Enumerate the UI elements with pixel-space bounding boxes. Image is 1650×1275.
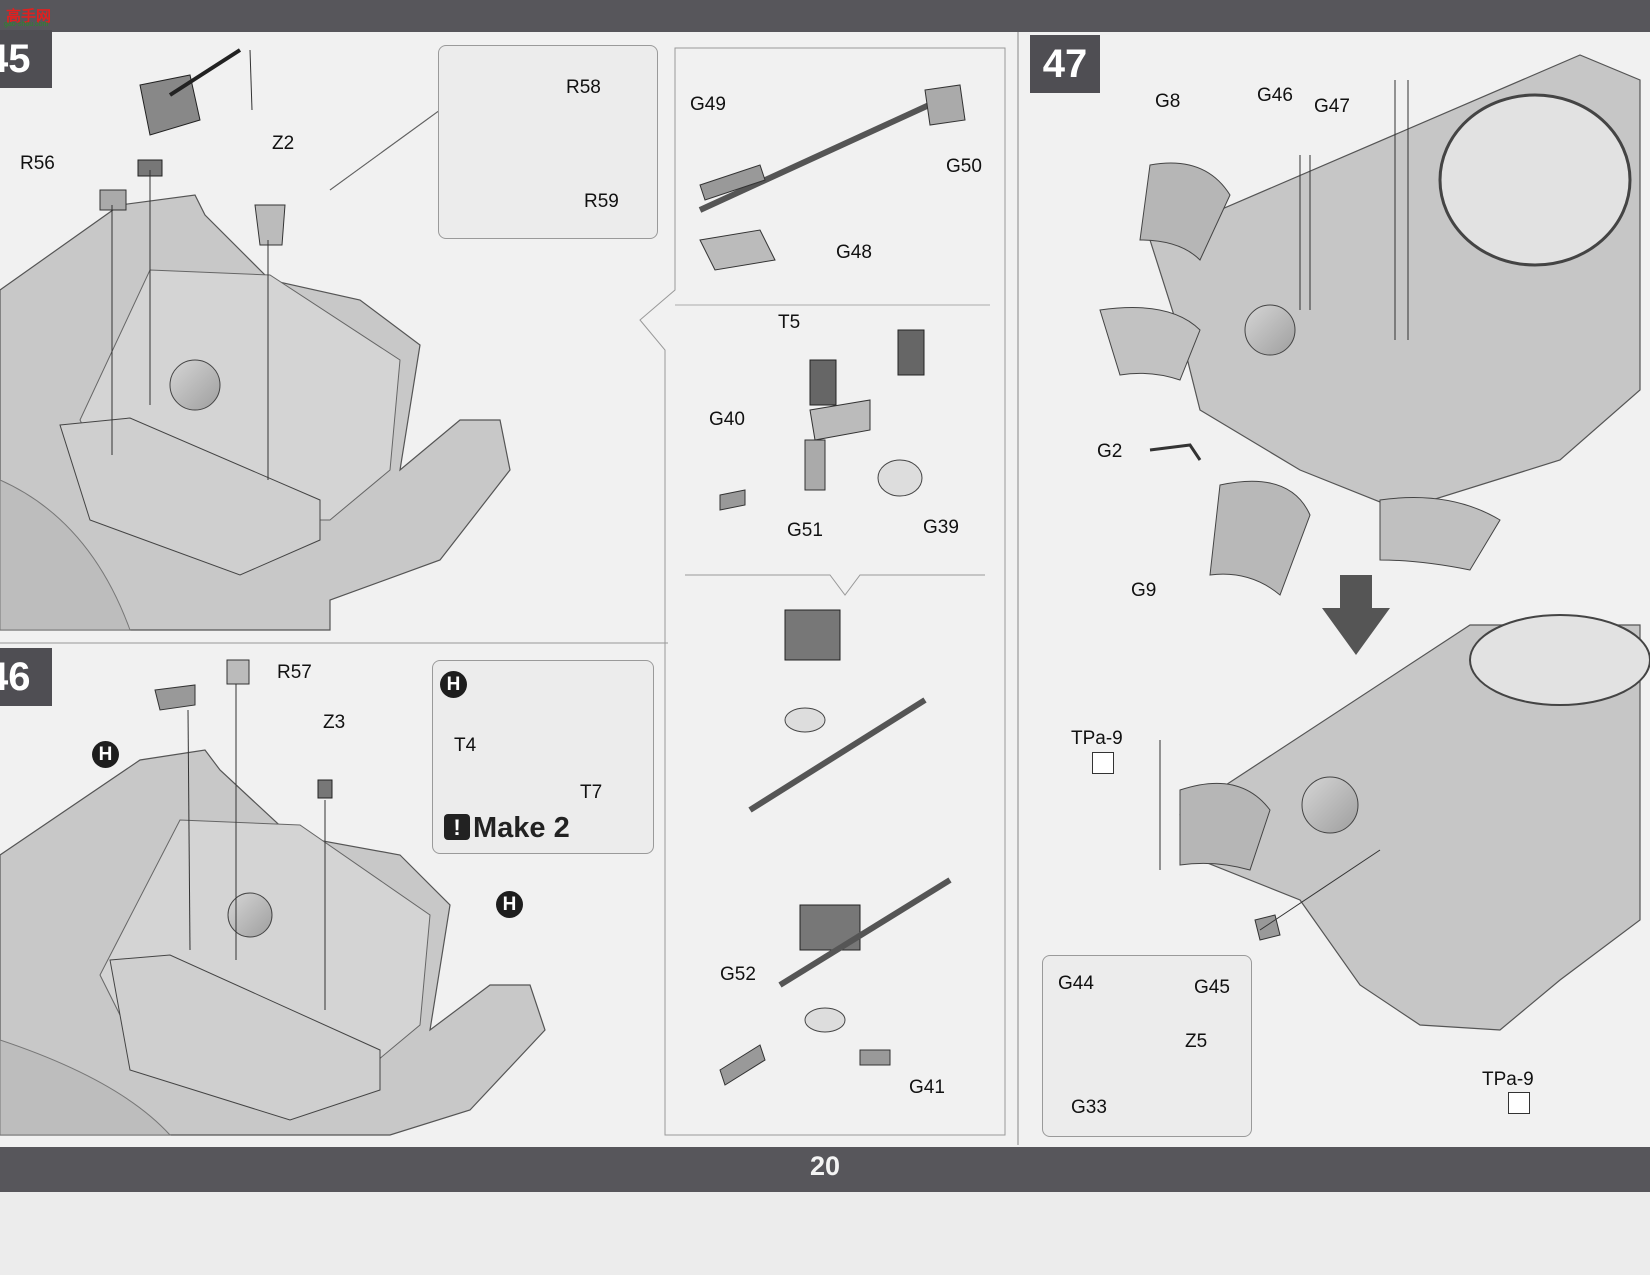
label-tpa9-lower: TPa-9 xyxy=(1482,1069,1534,1090)
hull-step46 xyxy=(0,659,546,1136)
label-r56: R56 xyxy=(20,153,55,174)
make-2-note: !Make 2 xyxy=(444,812,570,845)
page-number: 20 xyxy=(809,1151,841,1181)
label-g52: G52 xyxy=(720,964,756,985)
label-t7: T7 xyxy=(580,782,603,803)
label-g46: G46 xyxy=(1257,85,1293,106)
h-marker-icon: H xyxy=(496,891,523,918)
label-g9: G9 xyxy=(1131,580,1157,601)
label-g45: G45 xyxy=(1194,977,1230,998)
gun-assemblies xyxy=(698,84,966,1086)
label-g41: G41 xyxy=(909,1077,945,1098)
h-marker-icon: H xyxy=(92,741,119,768)
label-g8: G8 xyxy=(1155,91,1181,112)
hull-step45 xyxy=(0,48,511,631)
label-z2: Z2 xyxy=(272,133,295,154)
label-g33: G33 xyxy=(1071,1097,1107,1118)
label-r58: R58 xyxy=(566,77,601,98)
detail-panel-r58-r59 xyxy=(438,45,658,239)
label-g39: G39 xyxy=(923,517,959,538)
label-g44: G44 xyxy=(1058,973,1094,994)
h-marker-icon: H xyxy=(440,671,467,698)
page-margin xyxy=(0,1192,1650,1275)
step-45-number: 45 xyxy=(0,30,52,88)
step-46-number: 46 xyxy=(0,648,52,706)
make-2-text: Make 2 xyxy=(473,812,570,844)
logo-subtext: gao-shou.com xyxy=(4,21,49,28)
glue-heart-icon xyxy=(1092,752,1114,774)
top-band xyxy=(0,0,1650,32)
label-z3: Z3 xyxy=(323,712,346,733)
hull-step47-upper xyxy=(1099,54,1641,596)
label-g40: G40 xyxy=(709,409,745,430)
bottom-band xyxy=(0,1147,1650,1192)
hull-step47-lower xyxy=(1159,614,1650,1031)
label-g51: G51 xyxy=(787,520,823,541)
site-logo: 高手网 gao-shou.com xyxy=(0,0,70,32)
glue-heart-icon xyxy=(1508,1092,1530,1114)
label-r57: R57 xyxy=(277,662,312,683)
logo-text: 高手网 xyxy=(6,7,52,25)
label-g48: G48 xyxy=(836,242,872,263)
label-tpa9-upper: TPa-9 xyxy=(1071,728,1123,749)
label-g49: G49 xyxy=(690,94,726,115)
detail-panel-g44-g45 xyxy=(1042,955,1252,1137)
label-r59: R59 xyxy=(584,191,619,212)
label-g2: G2 xyxy=(1097,441,1123,462)
label-g47: G47 xyxy=(1314,96,1350,117)
arrow-down-icon xyxy=(1322,575,1390,655)
label-g50: G50 xyxy=(946,156,982,177)
label-t5: T5 xyxy=(778,312,801,333)
warning-icon: ! xyxy=(444,814,470,840)
step-47-number: 47 xyxy=(1030,35,1100,93)
label-t4: T4 xyxy=(454,735,477,756)
label-z5: Z5 xyxy=(1185,1031,1208,1052)
